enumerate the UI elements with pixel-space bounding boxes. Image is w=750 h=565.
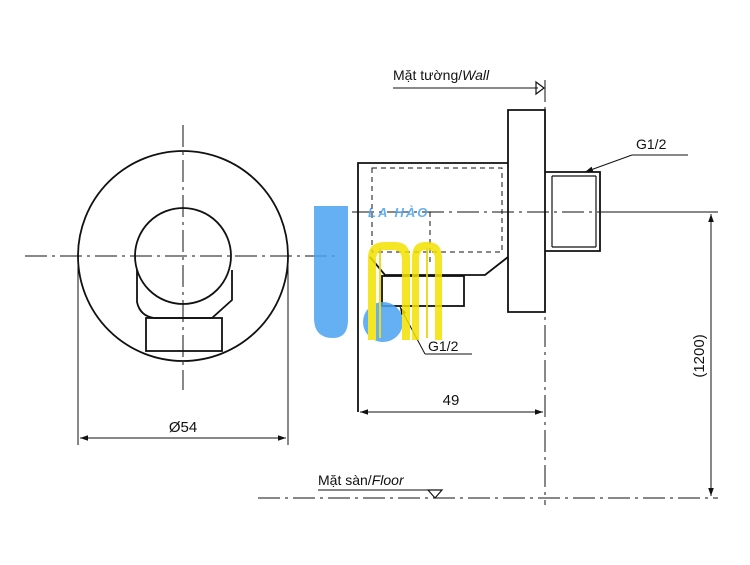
body-outline bbox=[357, 162, 508, 412]
height-label: (1200) bbox=[691, 334, 708, 377]
bottom-outlet-nut bbox=[381, 275, 465, 307]
diameter-label: Ø54 bbox=[169, 419, 197, 436]
wall-label: Mặt tường/Wall bbox=[393, 67, 490, 83]
logo-yellow-arch-1 bbox=[368, 242, 410, 340]
thread-leader-top: G1/2 bbox=[584, 136, 688, 173]
thread-label-top: G1/2 bbox=[636, 136, 667, 152]
wall-flange bbox=[507, 109, 546, 313]
logo-text: LA HÀO bbox=[368, 205, 429, 220]
floor-label: Mặt sàn/Floor bbox=[318, 472, 405, 488]
floor-marker: Mặt sàn/Floor bbox=[258, 472, 718, 499]
thread-label-bottom: G1/2 bbox=[428, 338, 459, 354]
front-view bbox=[25, 125, 340, 390]
logo-yellow-arch-2 bbox=[412, 242, 442, 340]
wall-marker: Mặt tường/Wall bbox=[393, 67, 545, 96]
height-dimension: (1200) bbox=[605, 211, 718, 496]
diameter-dimension: Ø54 bbox=[77, 262, 289, 445]
floor-triangle bbox=[426, 489, 444, 499]
depth-label: 49 bbox=[443, 392, 460, 409]
outlet-nut bbox=[145, 317, 223, 352]
logo-blue-shape bbox=[314, 206, 348, 338]
depth-dimension: 49 bbox=[360, 392, 543, 415]
watermark-logo: LA HÀO bbox=[314, 205, 442, 342]
wall-triangle bbox=[535, 80, 545, 96]
outlet-neck bbox=[136, 270, 233, 319]
